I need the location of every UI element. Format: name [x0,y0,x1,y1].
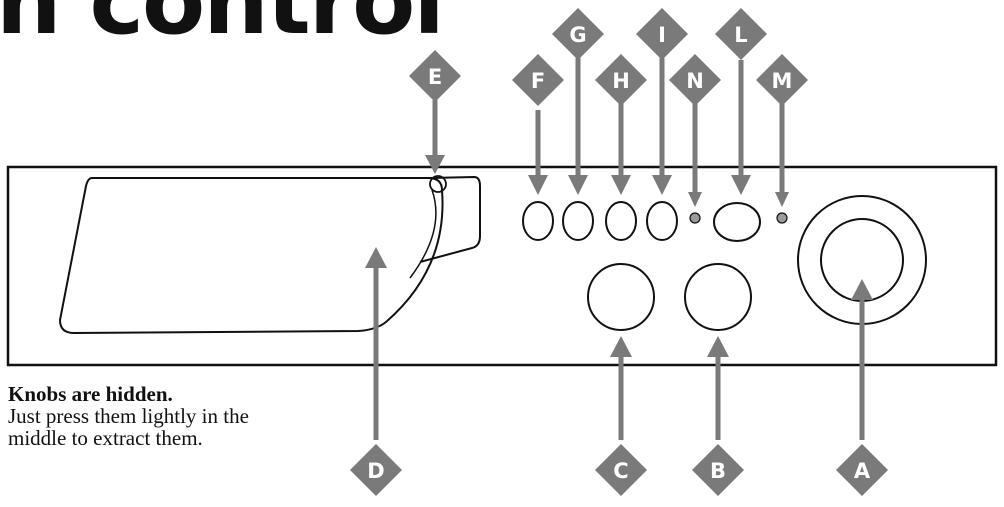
callout-f-diamond [512,54,564,106]
arrowhead-c [610,336,632,357]
button-i[interactable] [646,201,678,241]
note-line-1: Just press them lightly in the [8,404,249,428]
callout-d-label: D [367,459,384,483]
indicator-light-n [689,212,701,224]
arrowhead-l [731,175,751,195]
arrowhead-e [425,155,445,174]
button-l[interactable] [713,202,761,242]
arrowhead-g [568,175,588,195]
arrowhead-b [707,336,729,357]
callout-a-label: A [854,459,871,483]
knob-b[interactable] [684,263,752,331]
callout-c-diamond [595,444,647,496]
callout-g-label: G [569,23,586,47]
callout-i-label: I [658,23,666,47]
arrowhead-f [528,175,548,195]
callout-a-diamond [836,444,888,496]
arrowhead-d [365,247,387,268]
drawer-front-edge [419,175,481,263]
callout-c-label: C [613,459,628,483]
callout-h-diamond [595,54,647,106]
arrowhead-a [851,279,873,300]
callout-d-diamond [350,444,402,496]
callout-g-diamond [552,8,604,60]
button-g[interactable] [562,201,594,241]
arrowhead-i [652,175,672,195]
control-panel-frame [6,165,998,367]
note-line-2: middle to extract them. [8,426,203,450]
callout-f-label: F [531,69,545,93]
drawer-latch [429,175,447,193]
note-heading: Knobs are hidden. [8,382,173,406]
hidden-knobs-note: Knobs are hidden. Just press them lightl… [8,383,368,449]
button-f[interactable] [522,201,554,241]
callout-l-label: L [734,23,747,47]
callout-i-diamond [636,8,688,60]
page-title: n control [0,0,445,55]
detergent-drawer[interactable] [58,177,444,335]
callout-m-diamond [756,54,808,106]
callout-b-diamond [692,444,744,496]
callout-e-diamond [409,50,461,102]
arrowhead-n [688,192,702,207]
callout-n-diamond [669,54,721,106]
indicator-light-m [776,212,788,224]
callout-e-label: E [428,65,442,89]
arrowhead-h [611,175,631,195]
button-h[interactable] [605,201,637,241]
callout-b-label: B [710,459,726,483]
drawer-inner-curve [409,189,437,279]
callout-m-label: M [772,69,793,93]
callout-h-label: H [612,69,630,93]
knob-c[interactable] [587,263,655,331]
arrowhead-m [775,192,789,207]
callout-n-label: N [686,69,704,93]
callout-l-diamond [715,8,767,60]
